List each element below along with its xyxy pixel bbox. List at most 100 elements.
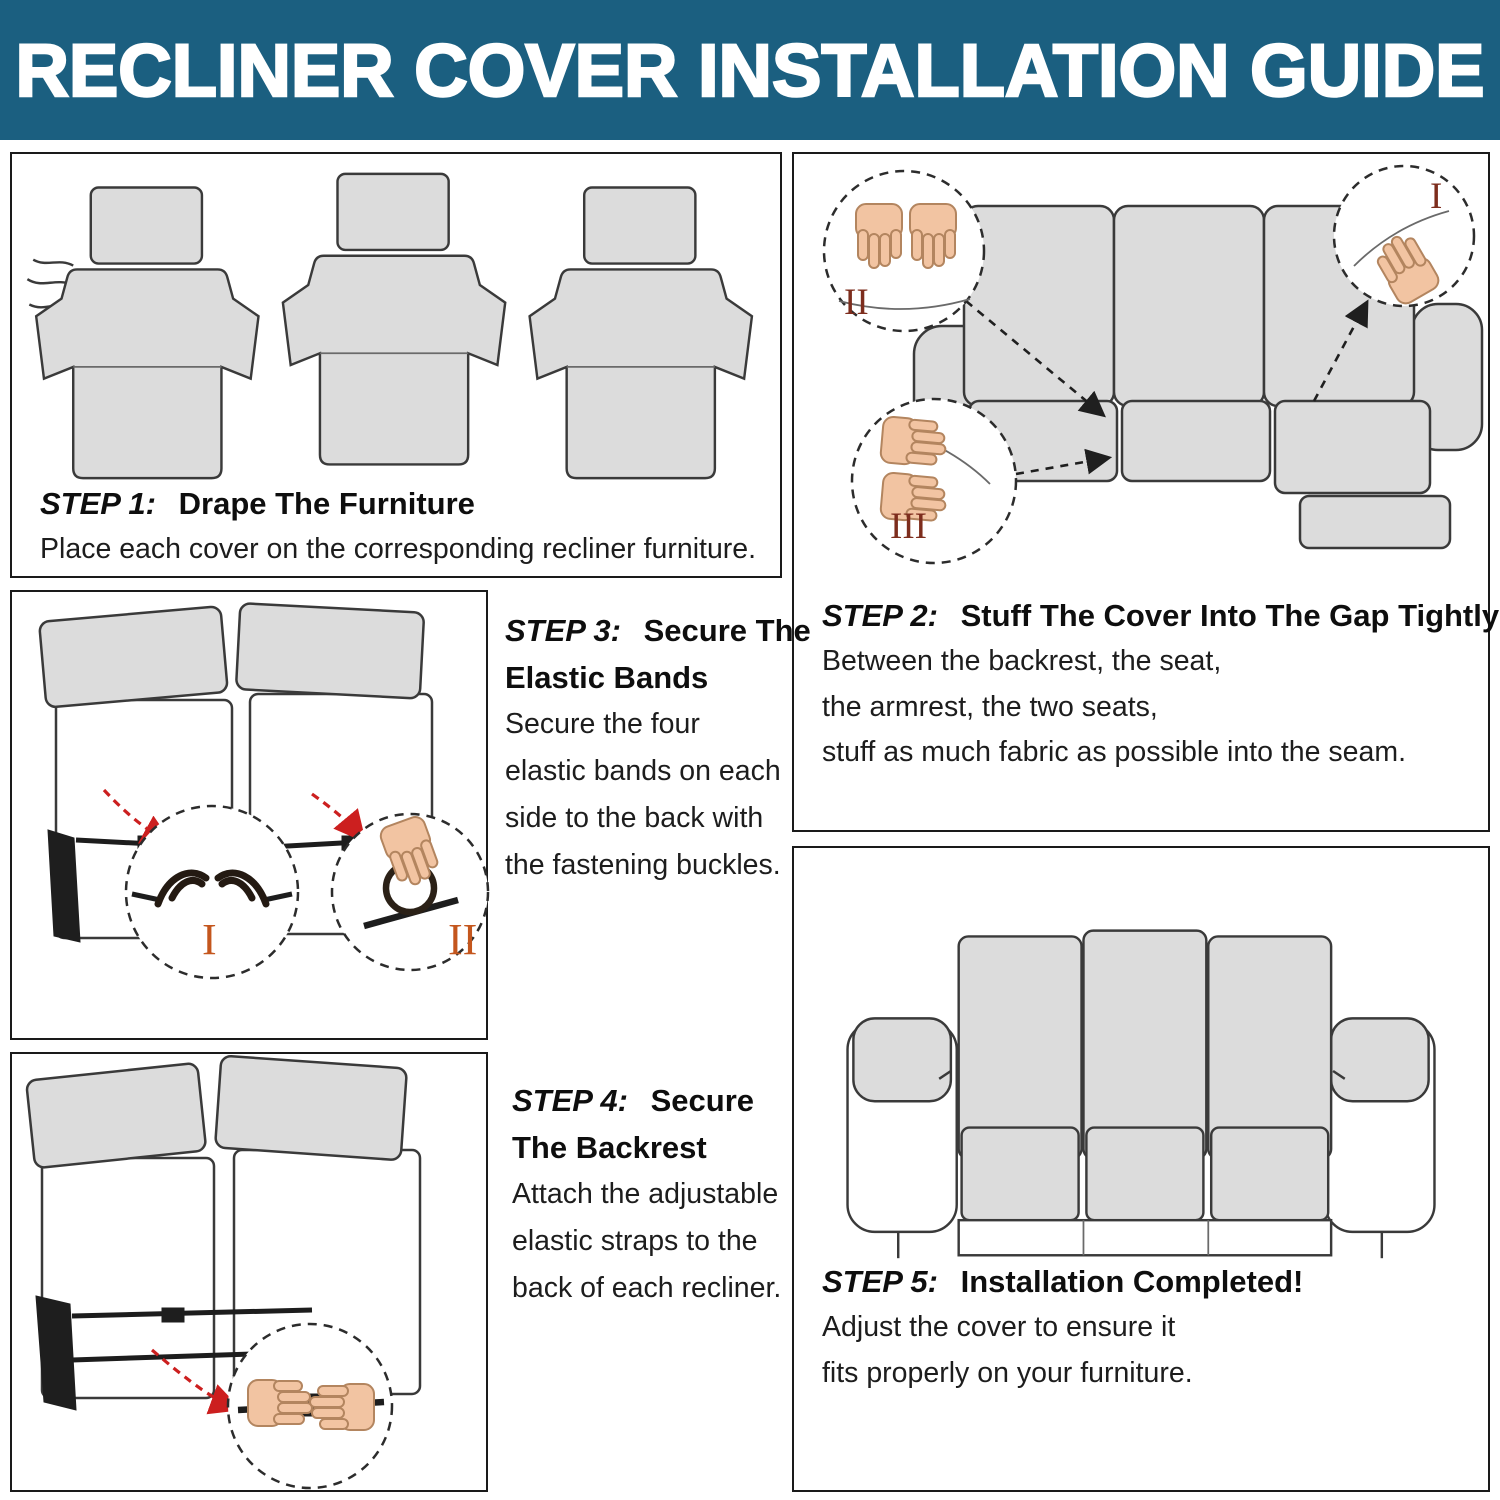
step4-title-line1: Secure [650,1083,755,1118]
back-cushion-1 [962,204,1116,408]
roman-numeral-ii: II [448,915,477,964]
seat-cushion-2 [1120,399,1272,483]
sofa-illustration [912,204,1484,550]
seat-cushion-3 [1273,399,1432,495]
back-cover-1 [957,935,1083,1160]
buckle-detail-circle-right: II [330,812,490,972]
side-strap-panel [35,1295,77,1411]
step4-title-line2: The Backrest [512,1129,707,1165]
step5-heading: STEP 5: Installation Completed! [822,1260,1303,1305]
buckle-hook-right-inner [218,877,256,902]
recliner-rear-view [25,1054,422,1411]
roman-numeral-ii: II [844,282,869,323]
headrest-cover-left [25,1062,207,1169]
step2-caption: STEP 2: Stuff The Cover Into The Gap Tig… [822,594,1499,776]
headrest-cover-right [235,602,425,700]
arrows [965,299,1369,476]
buckle-detail-circle-left: I [124,804,300,980]
step1-label: STEP 1: [40,486,156,521]
step4-caption: STEP 4: Secure The Backrest Attach the a… [512,1078,792,1312]
seat-cover-2 [1085,1126,1205,1222]
adjustable-strap [71,1351,253,1363]
adjustable-strap [71,1307,313,1319]
header-banner: RECLINER COVER INSTALLATION GUIDE [0,0,1500,140]
step4-body-line: Attach the adjustable [512,1178,779,1210]
step2-body-line: Between the backrest, the seat, [822,644,1222,677]
buckle-hook-left [154,869,210,908]
step2-body-line: stuff as much fabric as possible into th… [822,736,1407,769]
arrow-to-corner-detail [1312,299,1369,402]
step3-body-line: elastic bands on each [505,755,781,788]
headrest-cover-left [38,605,229,709]
step1-body: Place each cover on the corresponding re… [40,532,757,565]
step5-body-line: fits properly on your furniture. [822,1356,1193,1389]
hand-icon [309,1383,375,1431]
step5-panel: STEP 5: Installation Completed! Adjust t… [792,846,1490,1492]
step3-caption: STEP 3: Secure The Elastic Bands Secure … [505,608,811,889]
step5-caption: STEP 5: Installation Completed! Adjust t… [822,1260,1303,1396]
step4-backrest-illustration [25,1054,422,1490]
step4-body-line: elastic straps to the [512,1225,758,1258]
step2-title: Stuff The Cover Into The Gap Tightly [960,598,1500,633]
recliner-cover-left [34,186,260,480]
step1-heading: STEP 1: Drape The Furniture [40,482,756,527]
step3-label: STEP 3: [505,613,621,648]
step3-panel: I II [10,590,490,1040]
back-cover-3 [1207,935,1333,1160]
step5-label: STEP 5: [822,1264,938,1299]
side-strap-panel [47,829,81,943]
step1-title: Drape The Furniture [178,486,475,521]
recliner-cover-middle [281,172,507,466]
detail-circle-bottom-left: III [850,397,1018,565]
sofa-base [957,1218,1333,1257]
recliner-cover-right [528,186,754,480]
step4-body-line: back of each recliner. [512,1272,782,1305]
arrow-to-seat-gap [1015,448,1113,476]
roman-numeral-i: I [1430,176,1442,217]
right-armrest-cover [1329,1017,1430,1103]
step1-covers-illustration [26,172,754,480]
hand-icon [247,1379,313,1427]
step3-body-line: Secure the four [505,708,700,740]
step3-body-line: the fastening buckles. [505,849,781,882]
step4-panel [10,1052,488,1492]
step2-body-line: the armrest, the two seats, [822,690,1158,723]
buckle-hook-right [214,869,270,908]
red-arrow-to-buckle [150,1348,243,1415]
step1-panel: STEP 1: Drape The Furniture Place each c… [10,152,782,578]
buckle-hook-left-inner [168,877,206,902]
seat-cover-3 [1209,1126,1330,1222]
buckle-detail-circle [226,1322,394,1490]
step3-body-line: side to the back with [505,802,764,835]
strap-end [263,891,293,903]
step1-caption: STEP 1: Drape The Furniture Place each c… [40,482,756,573]
step2-label: STEP 2: [822,598,938,633]
step3-title-line1: Secure The [643,613,811,648]
step4-heading: STEP 4: Secure [512,1078,792,1125]
left-armrest-cover [852,1017,953,1103]
detail-circle-top-left: II [822,169,986,333]
step3-buckle-illustration: I II [38,602,490,980]
side-ties [938,1069,1346,1080]
roman-numeral-iii: III [890,506,927,547]
hand-icon [909,203,957,269]
step2-heading: STEP 2: Stuff The Cover Into The Gap Tig… [822,594,1499,639]
detail-circle-right: I [1332,164,1476,308]
step4-label: STEP 4: [512,1083,628,1118]
hand-icon [855,203,903,269]
headrest-cover-right [214,1054,408,1161]
strap-end [131,891,161,903]
extended-footrest [1298,494,1452,550]
step2-panel: II III I STEP 2: Stuff The Cover Into Th… [792,152,1499,832]
step2-sofa-illustration: II III I [822,164,1484,565]
finished-sofa [846,929,1436,1259]
step3-heading: STEP 3: Secure The [505,608,811,655]
roman-numeral-i: I [202,915,217,964]
step5-body-line: Adjust the cover to ensure it [822,1310,1176,1343]
seat-cover-1 [960,1126,1080,1222]
step5-title: Installation Completed! [960,1264,1304,1299]
step3-title-line2: Elastic Bands [505,659,709,695]
step5-finished-sofa-illustration [846,929,1436,1259]
back-cushion-2 [1112,204,1266,408]
